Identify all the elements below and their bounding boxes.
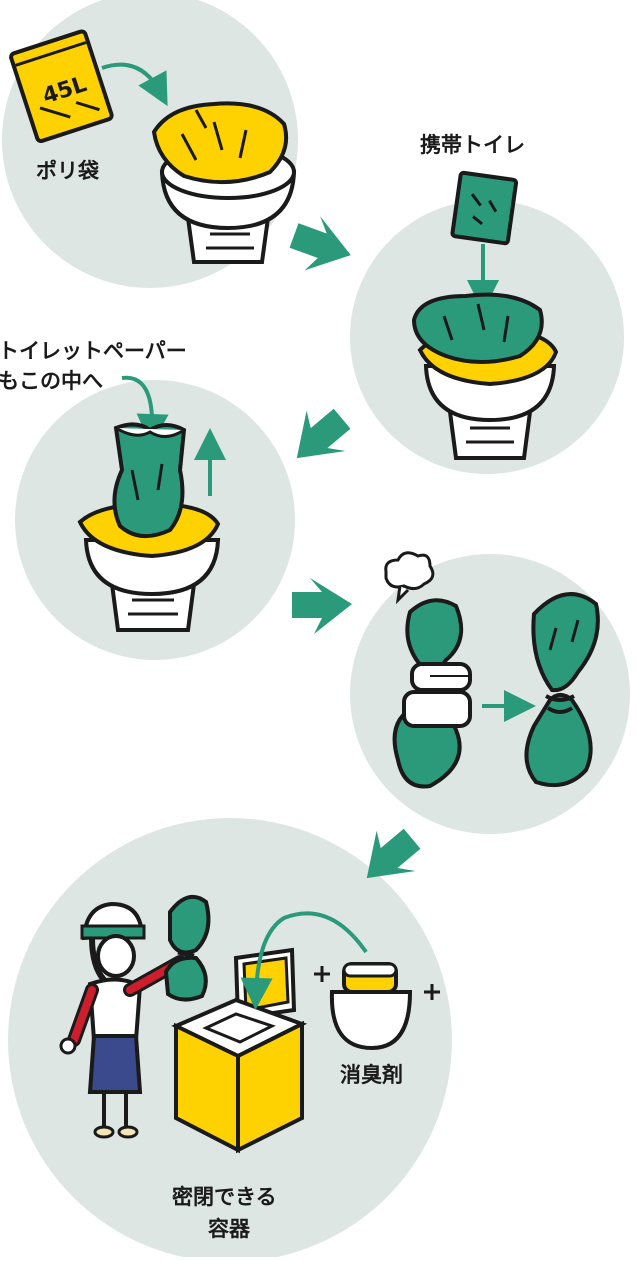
toilet-paper-label-line1: トイレットペーパー (0, 339, 187, 363)
step-4-circle (350, 554, 630, 834)
sealed-container-label-line2: 容器 (208, 1217, 251, 1241)
portable-toilet-pack-icon (452, 172, 516, 243)
plastic-bag-label: ポリ袋 (36, 159, 100, 183)
flow-arrow-3 (292, 578, 352, 634)
bag-being-tied-icon (395, 600, 470, 786)
toilet-paper-label-line2: もこの中へ (0, 369, 103, 393)
flow-arrow-2 (277, 397, 359, 478)
portable-toilet-label: 携帯トイレ (420, 133, 525, 157)
deodorant-label: 消臭剤 (340, 1063, 403, 1087)
flow-arrow-1 (284, 210, 360, 283)
sealed-container-label-line1: 密閉できる (172, 1185, 277, 1209)
